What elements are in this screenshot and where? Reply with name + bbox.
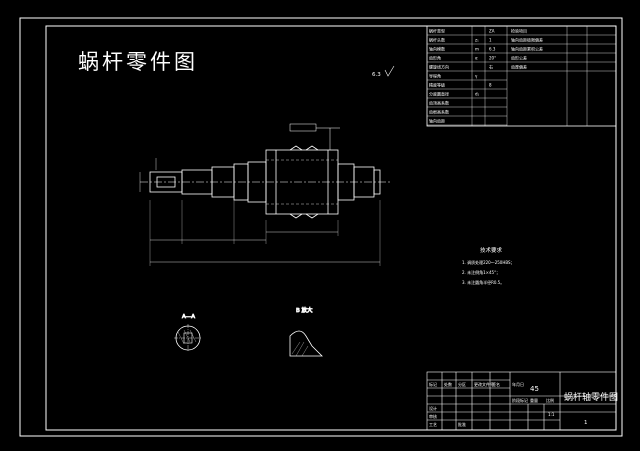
param-value: 8 <box>489 83 492 88</box>
param-label: 精度等级 <box>429 82 445 88</box>
param-check-label: 轴向齿距累积公差 <box>511 46 543 52</box>
title-block-label: 更改文件号 <box>474 381 494 387</box>
param-symbol: γ <box>475 74 478 79</box>
tech-req-item: 1. 调质处理220～250HBS； <box>462 259 515 265</box>
drawing-title: 蜗杆零件图 <box>78 50 198 74</box>
title-block-label: 分区 <box>458 381 466 387</box>
title-block-material: 45 <box>530 385 539 393</box>
title-block-label: 年月日 <box>512 381 524 387</box>
param-label: 导程角 <box>429 73 441 79</box>
title-block-label: 阶段标记 <box>512 397 528 403</box>
param-check-label: 齿厚偏差 <box>511 64 527 70</box>
title-block-label: 处数 <box>444 381 452 387</box>
roughness-symbol: 6.3 <box>372 65 395 78</box>
title-block-drawing-name: 蜗杆轴零件图 <box>564 391 618 403</box>
param-label: 齿形角 <box>429 55 441 61</box>
param-value: ZA <box>489 29 495 34</box>
param-symbol: α <box>475 56 478 61</box>
title-block-label: 重量 <box>530 397 538 403</box>
param-check-label: 齿形公差 <box>511 55 527 61</box>
param-symbol: m <box>475 47 479 52</box>
param-label: 齿根高系数 <box>429 109 449 115</box>
param-value: 右 <box>489 64 493 70</box>
param-label: 分度圆直径 <box>429 91 449 97</box>
section-b-label: B 放大 <box>296 306 313 314</box>
roughness-value: 6.3 <box>372 72 381 78</box>
title-block-scale: 1:1 <box>548 412 555 417</box>
param-label: 蜗杆头数 <box>429 37 445 43</box>
param-label: 轴向齿距 <box>429 118 445 124</box>
param-check-label: 检验项目 <box>511 28 527 34</box>
title-block <box>426 371 617 431</box>
param-value: 1 <box>489 38 492 43</box>
param-check-label: 轴向齿距极限偏差 <box>511 37 543 43</box>
param-value: 20° <box>489 56 496 61</box>
shaft-main-view <box>139 123 390 266</box>
param-label: 螺旋线方向 <box>429 64 449 70</box>
param-label: 齿顶高系数 <box>429 100 449 106</box>
param-symbol: z₁ <box>475 38 479 43</box>
tech-requirements: 技术要求 1. 调质处理220～250HBS； 2. 未注倒角1×45°； 3.… <box>462 246 515 285</box>
inner-frame <box>45 25 617 431</box>
title-block-label: 工艺 <box>429 422 437 427</box>
param-symbol: d₁ <box>475 92 480 97</box>
tech-req-item: 3. 未注圆角半径R0.5。 <box>462 279 504 285</box>
title-block-label: 审核 <box>429 413 437 419</box>
title-block-label: 批准 <box>458 421 466 427</box>
title-block-label: 签名 <box>492 381 500 387</box>
title-block-sheet: 1 <box>584 420 588 426</box>
detail-b-view: B 放大 <box>289 306 323 357</box>
section-a-label: A—A <box>182 314 195 320</box>
title-block-label: 比例 <box>546 397 554 403</box>
param-label: 蜗杆类型 <box>429 28 445 34</box>
title-block-labels: 标记 处数分区 更改文件号签名 年月日设计审核工艺 批准 阶段标记重量 比例 <box>429 381 554 427</box>
title-block-label: 设计 <box>429 405 437 411</box>
tech-req-item: 2. 未注倒角1×45°； <box>462 269 500 275</box>
section-a-view: A—A <box>174 314 202 352</box>
tech-req-heading: 技术要求 <box>480 246 503 254</box>
title-block-label: 标记 <box>429 381 437 387</box>
param-value: 6.3 <box>489 47 496 52</box>
outer-frame <box>19 17 623 437</box>
param-label: 轴向模数 <box>429 46 445 52</box>
